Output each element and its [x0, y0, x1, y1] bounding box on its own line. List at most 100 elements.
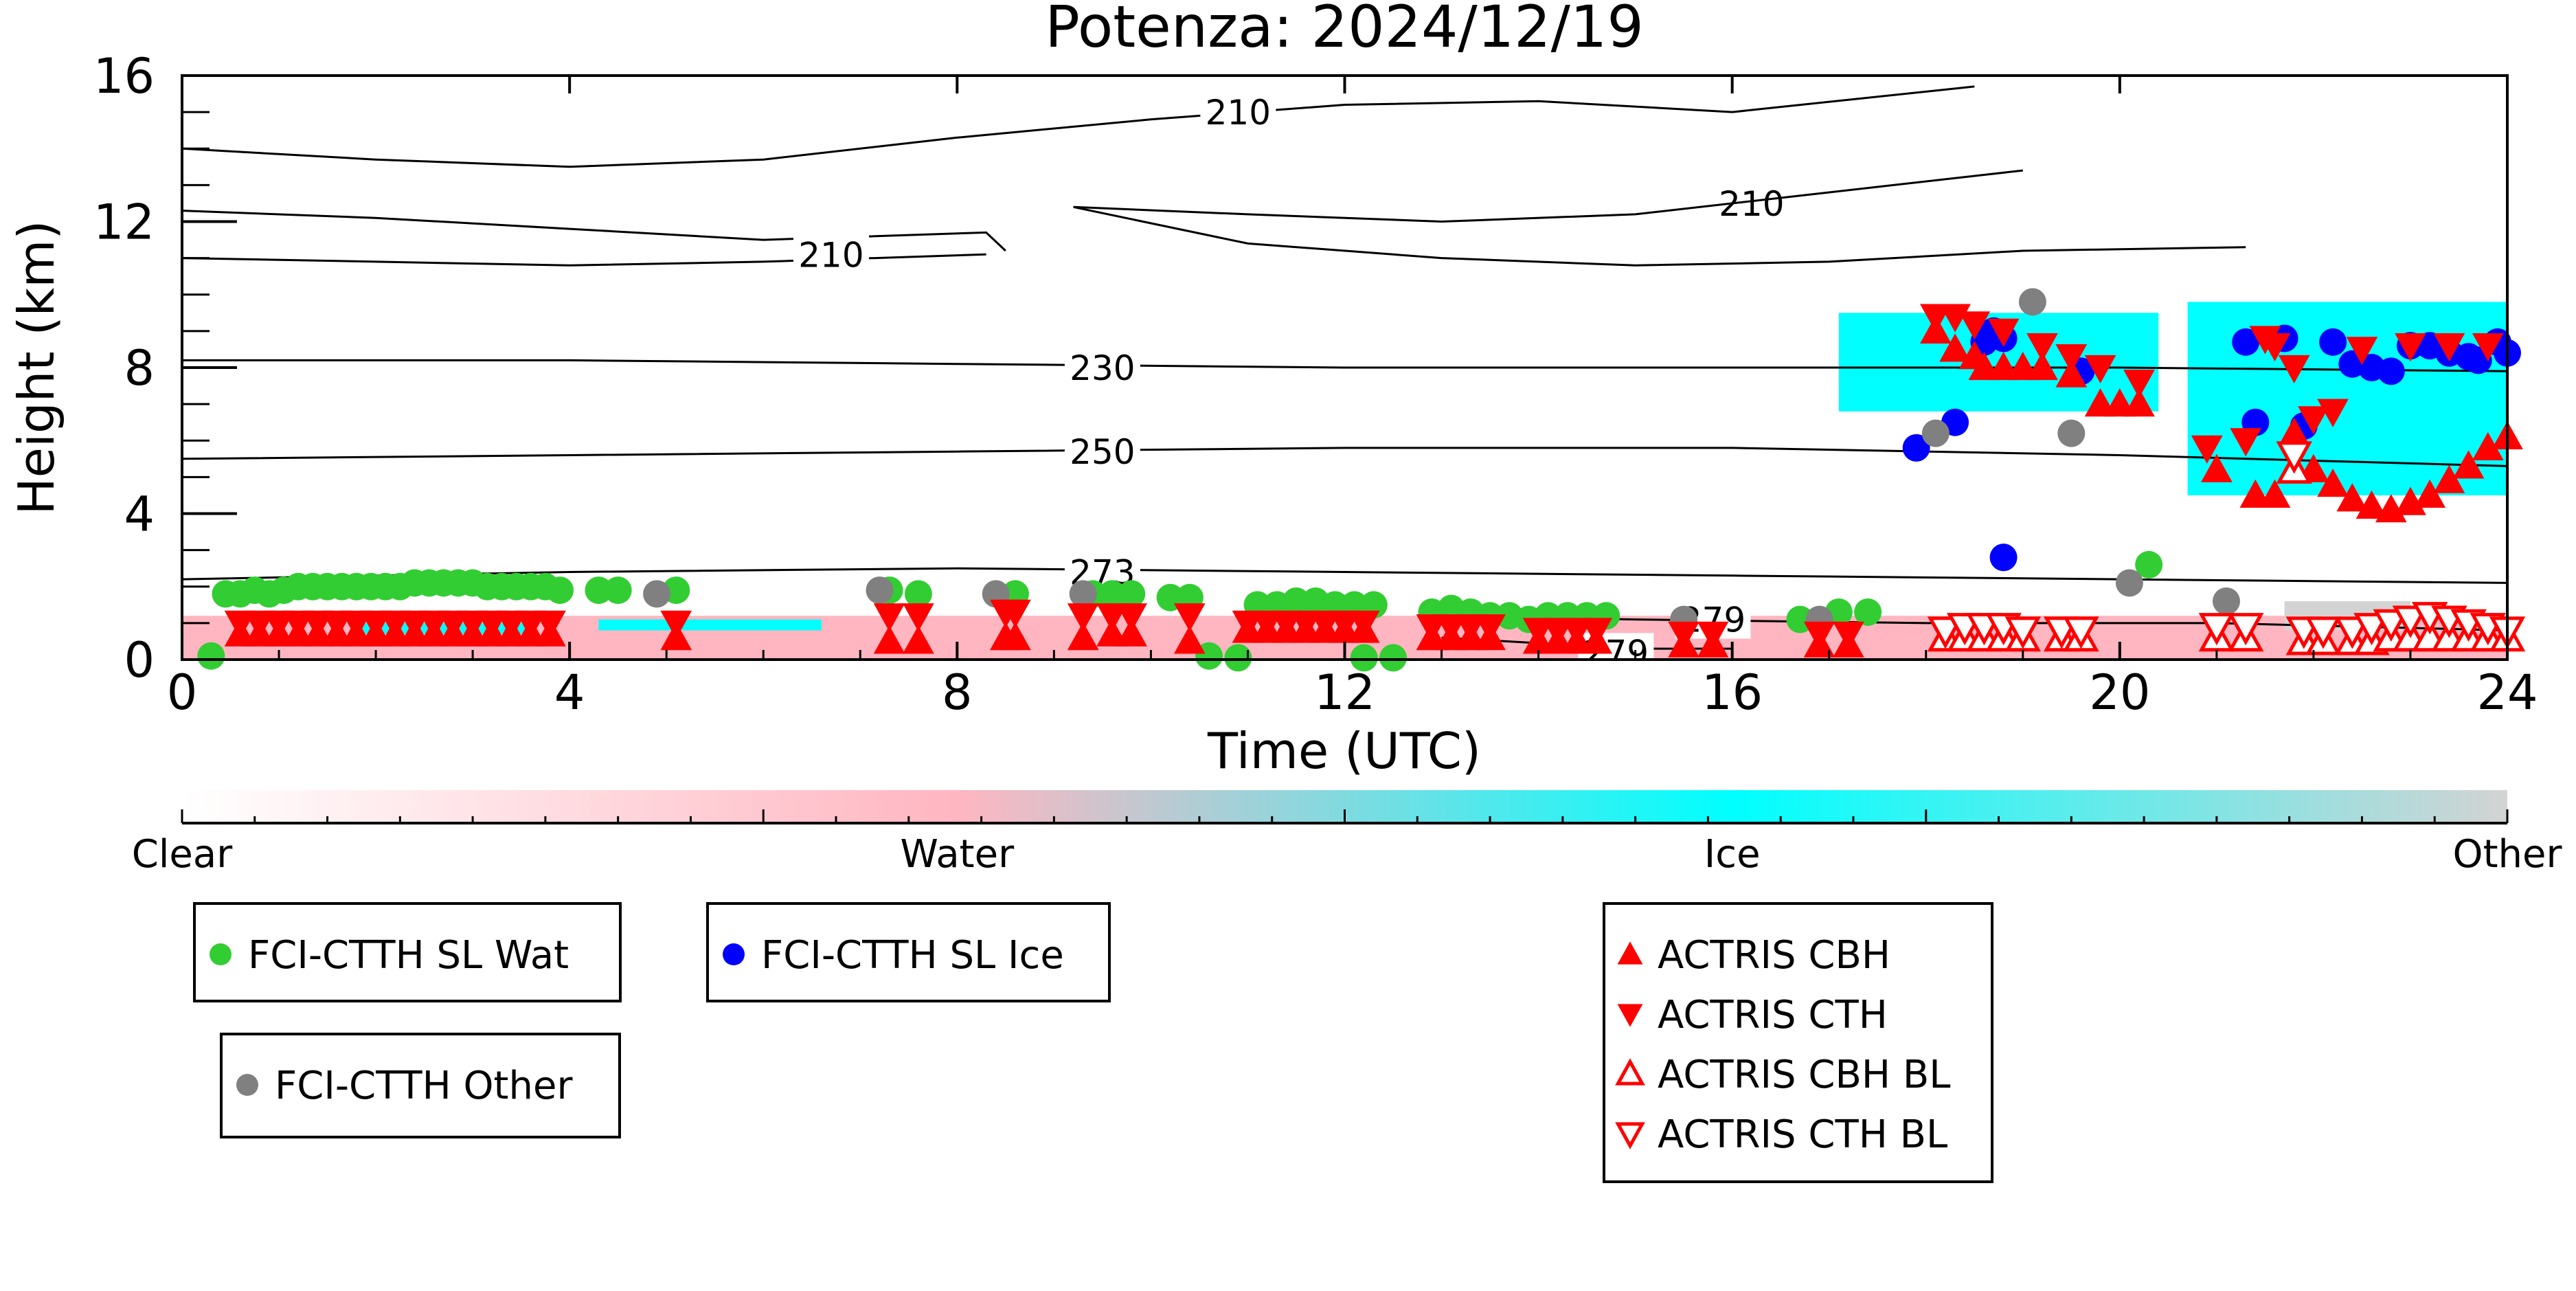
series-fci-ctth-other [643, 288, 2240, 633]
data-point-3-49 [1987, 351, 2020, 381]
contour-label-0: 210 [1206, 93, 1271, 133]
data-point-3-67 [2433, 464, 2465, 493]
y-tick-label-0: 0 [124, 632, 155, 688]
legend-label-3-0: ACTRIS CBH [1658, 933, 1890, 978]
legend-label-3-3: ACTRIS CTH BL [1658, 1112, 1947, 1157]
data-point-4-24 [1116, 603, 1148, 632]
data-point-6-13 [2353, 613, 2390, 646]
data-point-4-34 [1435, 614, 1467, 643]
data-point-0-58 [1224, 644, 1252, 672]
y-tick-label-4: 16 [93, 48, 155, 104]
legend-box-1: FCI-CTTH SL Ice [706, 902, 1111, 1002]
data-point-4-38 [1541, 618, 1574, 647]
data-point-3-25 [1173, 625, 1206, 654]
data-point-0-55 [1854, 598, 1882, 626]
cloud-mask-ice-2 [598, 619, 822, 631]
data-point-3-46 [1939, 333, 1971, 362]
data-point-4-27 [1251, 610, 1283, 639]
data-point-4-36 [1474, 614, 1506, 643]
data-point-3-63 [2355, 490, 2388, 519]
data-point-3-56 [2201, 453, 2233, 482]
contour-line-1 [182, 210, 1006, 252]
data-point-3-48 [1968, 351, 2000, 381]
data-point-4-13 [476, 610, 508, 639]
data-point-4-58 [2298, 406, 2329, 435]
y-tick-label-1: 4 [124, 486, 155, 543]
x-tick-label-4: 16 [1702, 664, 1763, 721]
legend-marker-3-3 [1615, 1122, 1645, 1149]
legend-marker-0-0 [210, 943, 231, 965]
data-point-4-31 [1329, 610, 1361, 639]
data-point-4-42 [1697, 621, 1729, 650]
data-point-0-60 [1379, 644, 1408, 672]
data-point-6-12 [2334, 616, 2371, 649]
contour-label-2: 210 [798, 235, 863, 275]
colorbar-label-ice: Ice [1704, 832, 1761, 877]
legend-box-0: FCI-CTTH SL Wat [193, 902, 622, 1002]
data-point-2-1 [866, 576, 894, 605]
contour-label-5: 230 [1070, 348, 1135, 388]
data-point-4-37 [1522, 618, 1555, 647]
data-point-0-33 [1118, 580, 1146, 608]
data-point-1-14 [2377, 357, 2405, 385]
data-point-4-28 [1271, 610, 1302, 639]
data-point-3-54 [2103, 388, 2136, 417]
data-point-3-23 [1096, 618, 1128, 647]
data-point-3-62 [2336, 483, 2369, 512]
legend-marker-3-0 [1617, 941, 1643, 965]
data-point-3-50 [2007, 351, 2039, 381]
contour-line-5 [182, 359, 2507, 372]
data-point-4-23 [1096, 603, 1128, 632]
y-axis-label: Height (km) [8, 221, 65, 515]
data-point-4-5 [321, 610, 353, 639]
data-point-4-17 [660, 610, 692, 639]
data-point-4-63 [2472, 333, 2504, 362]
data-point-4-60 [2346, 337, 2378, 366]
contour-line-3 [1073, 169, 2023, 223]
data-point-1-0 [1902, 434, 1930, 462]
data-point-4-8 [379, 610, 411, 639]
data-point-3-68 [2452, 450, 2485, 479]
x-tick-label-5: 20 [2089, 664, 2150, 721]
contour-label-bg-6 [1064, 432, 1140, 471]
data-point-4-30 [1309, 610, 1342, 639]
legend-marker-1-0 [723, 943, 745, 965]
data-point-0-24 [546, 576, 574, 605]
data-point-6-8 [2227, 613, 2264, 646]
x-tick-label-0: 0 [167, 664, 198, 721]
y-tick-label-2: 8 [124, 340, 155, 396]
data-markers [197, 288, 2526, 672]
data-point-4-39 [1561, 618, 1593, 647]
legend-frame-3 [1603, 902, 1993, 1183]
data-point-3-18 [873, 625, 905, 654]
data-point-2-7 [2018, 288, 2046, 316]
data-point-4-3 [282, 610, 315, 639]
data-point-1-11 [2319, 328, 2347, 356]
y-tick-label-3: 12 [93, 194, 155, 251]
data-point-4-54 [2230, 428, 2262, 457]
data-point-4-40 [1581, 618, 1613, 647]
data-point-4-44 [1833, 621, 1864, 650]
data-point-3-55 [2123, 388, 2155, 417]
data-point-4-25 [1173, 603, 1206, 632]
data-point-6-9 [2276, 441, 2312, 474]
series-actris-cth-bl [1927, 441, 2526, 649]
data-point-4-26 [1232, 610, 1264, 639]
data-point-4-16 [534, 610, 566, 639]
data-point-4-15 [515, 610, 547, 639]
data-point-3-24 [1116, 618, 1148, 647]
legend-label-3-2: ACTRIS CBH BL [1658, 1053, 1950, 1097]
data-point-3-66 [2414, 479, 2446, 508]
data-point-4-57 [2278, 355, 2310, 384]
data-point-0-0 [197, 642, 225, 670]
legend-frame-1 [706, 902, 1111, 1002]
data-point-4-50 [2055, 344, 2088, 373]
data-point-0-56 [2135, 550, 2163, 579]
chart-title: Potenza: 2024/12/19 [1045, 0, 1644, 60]
colorbar-label-clear: Clear [132, 832, 233, 877]
data-point-6-6 [2063, 616, 2099, 649]
data-point-2-8 [2057, 419, 2086, 447]
data-point-4-4 [302, 610, 334, 639]
